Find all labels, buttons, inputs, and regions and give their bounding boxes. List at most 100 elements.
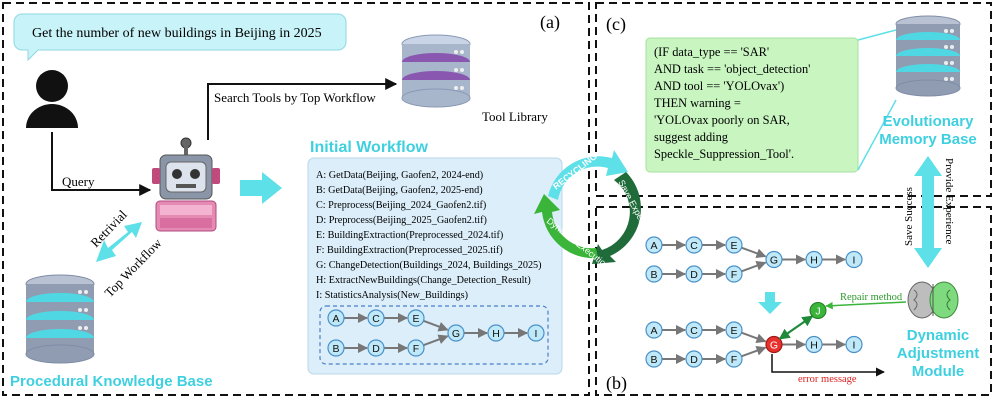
- graph-node-b: [327, 339, 345, 357]
- panel-b-label: (b): [606, 373, 627, 394]
- graph-edge: [423, 334, 449, 347]
- rule-connector-bottom: [857, 99, 897, 171]
- rule-line: 'YOLOvax poorly on SAR,: [654, 113, 790, 127]
- query-label: Query: [62, 174, 95, 189]
- graph-node-label: A: [332, 313, 339, 325]
- graph-edge: [741, 260, 767, 273]
- rule-box: [645, 37, 859, 173]
- graph-node-j: [809, 302, 827, 319]
- workflow-step: E: BuildingExtraction(Preprocessed_2024.…: [316, 230, 503, 241]
- panel-c-border: [595, 2, 992, 197]
- graph-node-label: A: [650, 325, 657, 337]
- graph-node-label: G: [770, 254, 778, 266]
- graph-node-b: [645, 265, 663, 283]
- graph-node-label: H: [810, 339, 818, 351]
- procedural-kb-label: Procedural Knowledge Base: [10, 373, 213, 390]
- robot-icon: [152, 137, 220, 232]
- graph-node-label: C: [690, 240, 698, 252]
- search-tools-arrow: [207, 78, 398, 140]
- procedural-knowledge-database-icon: [25, 274, 95, 364]
- graph-edge: [741, 345, 767, 358]
- graph-node-label: F: [731, 269, 737, 281]
- graph-node-f: [407, 339, 425, 357]
- graph-node-c: [685, 321, 703, 339]
- rule-connector-top: [857, 29, 897, 41]
- graph-node-label: D: [690, 269, 698, 281]
- graph-node-i: [527, 324, 545, 342]
- rule-line: THEN warning =: [654, 96, 741, 110]
- error-message-label: error message: [798, 374, 857, 385]
- graph-node-label: G: [770, 339, 778, 351]
- workflow-steps: A: GetData(Beijing, Gaofen2, 2024-end) B…: [316, 170, 542, 301]
- evolutionary-memory-database-icon: [895, 15, 961, 97]
- graph-node-d: [685, 265, 703, 283]
- rule-line: Speckle_Suppression_Tool'.: [654, 147, 794, 161]
- graph-node-e: [725, 321, 743, 339]
- repair-method-arrow: [825, 301, 907, 310]
- graph-node-h: [487, 324, 505, 342]
- graph-node-d: [685, 350, 703, 368]
- to-workflow-arrow: [240, 172, 282, 204]
- panel-a-label: (a): [540, 12, 560, 33]
- graph-node-i: [845, 250, 863, 269]
- graph-node-f: [725, 350, 743, 368]
- panel-c-label: (c): [606, 14, 626, 35]
- graph-node-label: J: [815, 305, 820, 317]
- graph-node-label: D: [372, 343, 380, 355]
- graph-node-a: [645, 321, 663, 339]
- tool-library-database-icon: [401, 34, 471, 108]
- dynamic-module-label-line3: Module: [912, 363, 965, 380]
- retrieval-label: Retrivial: [87, 207, 130, 250]
- save-success-label: Save Success: [903, 187, 915, 246]
- rule-line: AND task == 'object_detection': [654, 62, 810, 76]
- repair-method-label: Repair method: [840, 292, 903, 303]
- panel-b-border: [595, 206, 992, 396]
- workflow-step: A: GetData(Beijing, Gaofen2, 2024-end): [316, 170, 483, 181]
- query-bubble-text: Get the number of new buildings in Beiji…: [32, 26, 322, 41]
- graph-edge: [423, 319, 449, 332]
- graph-node-label: I: [853, 254, 856, 266]
- query-bubble: Get the number of new buildings in Beiji…: [13, 13, 347, 62]
- graph-node-g: [447, 324, 465, 342]
- rule-line: (IF data_type == 'SAR': [654, 45, 769, 59]
- graph-node-label: C: [690, 325, 698, 337]
- graph-node-b: [645, 350, 663, 368]
- graph-node-label: I: [535, 328, 538, 340]
- graph-edge: [741, 246, 767, 259]
- workflow-step: H: ExtractNewBuildings(Change_Detection_…: [316, 275, 531, 286]
- graph-node-label: D: [690, 354, 698, 366]
- error-message-arrow: [771, 354, 885, 377]
- dynamic-module-label-line1: Dynamic: [907, 327, 970, 344]
- dynamic-module-label-line2: Adjustment: [897, 345, 980, 362]
- graph-node-c: [685, 236, 703, 254]
- rule-line: suggest adding: [654, 130, 728, 144]
- graph-edge: [741, 331, 767, 344]
- panel-a-border: [2, 2, 590, 396]
- graph-node-label: B: [650, 354, 657, 366]
- query-arrow: [51, 132, 152, 196]
- user-icon: [26, 70, 78, 128]
- repair-link: [778, 315, 814, 340]
- down-arrow: [758, 292, 782, 314]
- graph-node-a: [327, 309, 345, 327]
- rule-text: (IF data_type == 'SAR' AND task == 'obje…: [654, 45, 810, 161]
- search-tools-label: Search Tools by Top Workflow: [214, 90, 376, 105]
- graph-node-i: [845, 335, 863, 354]
- workflow-step: G: ChangeDetection(Buildings_2024, Build…: [316, 260, 542, 271]
- tool-library-label: Tool Library: [482, 109, 548, 124]
- graph-node-label: C: [372, 313, 380, 325]
- workflow-step: B: GetData(Beijing, Gaofen2, 2025-end): [316, 185, 483, 196]
- memory-module-double-arrow: [914, 156, 942, 268]
- evolutionary-memory-label-line2: Memory Base: [879, 131, 977, 148]
- workflow-step: I: StatisticsAnalysis(New_Buildings): [316, 290, 468, 301]
- graph-node-g: [765, 250, 783, 269]
- graph-node-label: E: [730, 325, 737, 337]
- graph-node-label: E: [412, 313, 419, 325]
- top-workflow-label: Top Workflow: [101, 235, 165, 300]
- graph-node-d: [367, 339, 385, 357]
- graph-node-label: B: [332, 343, 339, 355]
- rule-line: AND tool == 'YOLOvax'): [654, 79, 784, 93]
- provide-experience-label: Provide Experience: [943, 158, 955, 245]
